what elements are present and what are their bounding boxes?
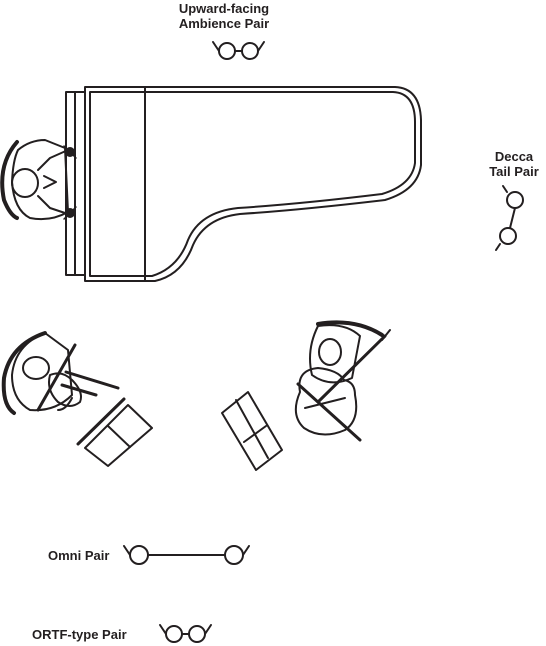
ambience-pair-label-line1: Upward-facing — [178, 1, 270, 16]
ortf-pair-mic-icon — [159, 624, 212, 643]
ambience-pair-mic-icon — [212, 41, 265, 60]
cellist-figure — [294, 320, 391, 442]
omni-pair-mic-icon — [123, 545, 250, 565]
violinist-figure — [1, 331, 120, 415]
ambience-pair-label: Upward-facing Ambience Pair — [168, 1, 280, 31]
music-stand-right — [221, 391, 283, 471]
music-stand-left — [76, 397, 153, 467]
decca-tail-pair-label: Decca Tail Pair — [476, 149, 546, 179]
decca-tail-pair-label-line1: Decca — [494, 149, 534, 164]
ambience-pair-label-line2: Ambience Pair — [178, 16, 270, 31]
omni-pair-label: Omni Pair — [48, 548, 110, 563]
decca-tail-pair-mic-icon — [495, 185, 524, 251]
grand-piano — [65, 86, 422, 282]
pianist-figure — [0, 139, 77, 221]
decca-tail-pair-label-line2: Tail Pair — [489, 164, 539, 179]
ortf-pair-label: ORTF-type Pair — [32, 627, 127, 642]
